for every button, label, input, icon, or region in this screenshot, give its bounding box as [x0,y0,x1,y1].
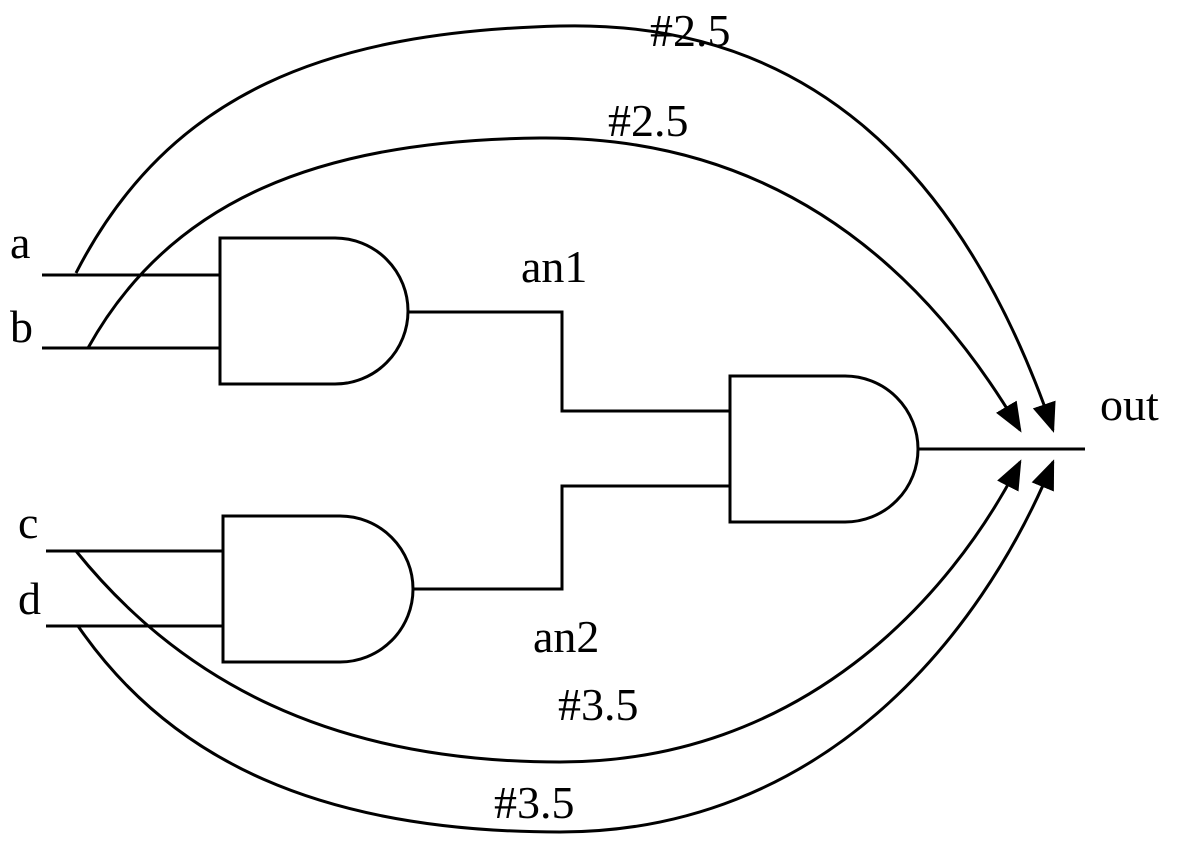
label-delay-c: #3.5 [558,679,639,730]
and-gate-2 [221,514,415,664]
net-an1 [408,310,730,413]
delay-arc-a [74,24,1056,433]
and-gate-1 [218,236,410,386]
label-output: out [1100,379,1159,430]
label-net-an1: an1 [521,241,587,292]
delay-arc-b [86,136,1022,433]
label-input-b: b [10,301,33,352]
net-an2 [413,484,730,591]
label-net-an2: an2 [533,611,599,662]
label-delay-d: #3.5 [494,777,575,828]
and-gate-3 [728,374,920,524]
delay-arc-d [76,459,1055,834]
label-delay-b: #2.5 [608,95,689,146]
label-input-d: d [18,573,41,624]
delay-arc-c [74,459,1022,764]
label-input-a: a [10,217,30,268]
label-input-c: c [18,497,38,548]
label-delay-a: #2.5 [650,5,731,56]
